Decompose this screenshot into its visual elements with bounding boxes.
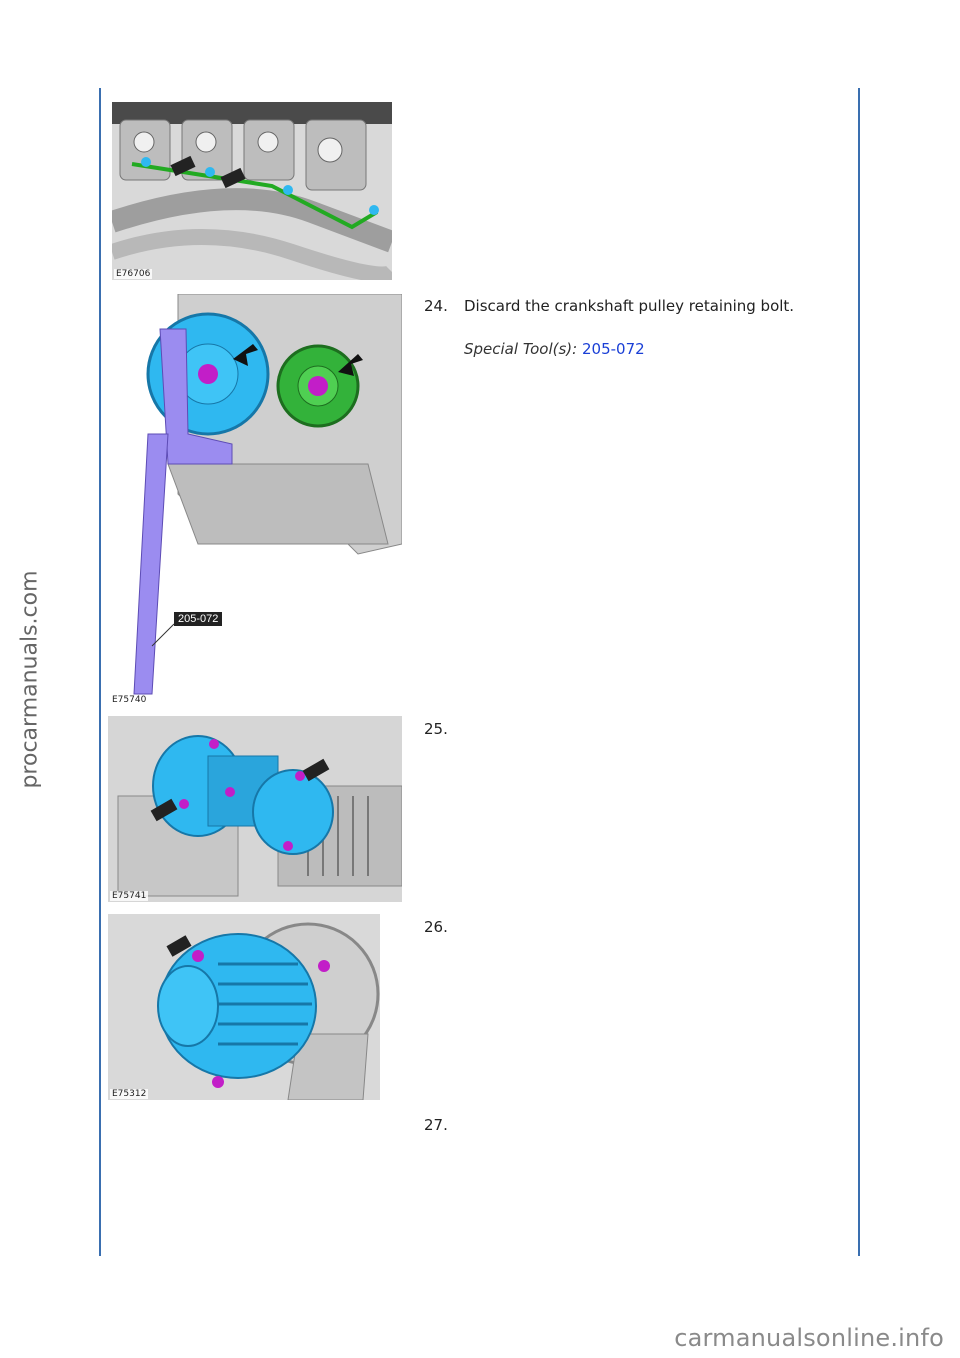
step-number: 24.: [424, 297, 448, 315]
tool-callout: 205-072: [174, 612, 223, 626]
step-instruction: Discard the crankshaft pulley retaining …: [464, 297, 795, 315]
special-tools-label: Special Tool(s):: [464, 340, 578, 358]
special-tool-link[interactable]: 205-072: [582, 340, 645, 358]
left-margin-rule: [99, 88, 101, 1256]
figure-e75740: 205-072 E75740: [108, 294, 402, 706]
figure-code: E76706: [114, 269, 153, 279]
bottom-watermark: carmanualsonline.info: [674, 1324, 944, 1352]
figure-code: E75740: [110, 695, 149, 705]
figure-e75740-illustration: [108, 294, 402, 706]
step-number: 26.: [424, 918, 448, 936]
figure-e76706-illustration: [112, 102, 392, 280]
right-margin-rule: [858, 88, 860, 1256]
step-number: 25.: [424, 720, 448, 738]
figure-e75741: E75741: [108, 716, 402, 902]
figure-e76706: E76706: [112, 102, 392, 280]
figure-e75312: E75312: [108, 914, 380, 1100]
figure-e75741-illustration: [108, 716, 402, 902]
figure-e75312-illustration: [108, 914, 380, 1100]
side-watermark: procarmanuals.com: [17, 569, 43, 789]
figure-code: E75312: [110, 1089, 149, 1099]
step-number: 27.: [424, 1116, 448, 1134]
special-tools-line: Special Tool(s): 205-072: [464, 340, 645, 358]
figure-code: E75741: [110, 891, 149, 901]
